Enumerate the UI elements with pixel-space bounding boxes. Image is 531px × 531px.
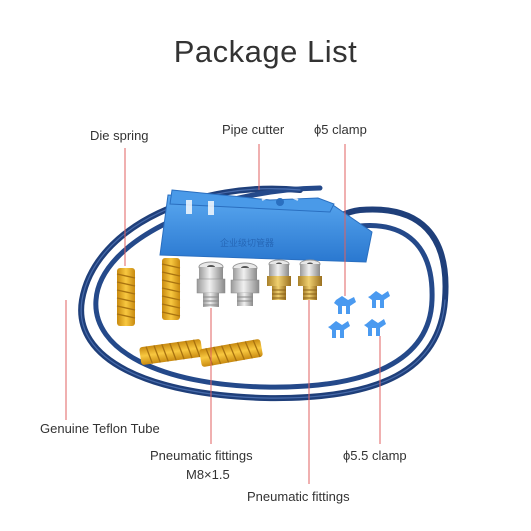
clamp-55-1: [328, 321, 350, 338]
label-die-spring: Die spring: [90, 128, 149, 143]
clamp-5-1: [334, 296, 356, 314]
pneumatic-fitting-2: [298, 259, 322, 300]
label-clamp-5: ϕ5 clamp: [314, 122, 367, 137]
label-fittings-m8-line2: M8×1.5: [186, 467, 230, 482]
die-spring-horizontal-left: [139, 339, 203, 365]
clamp-55-2: [364, 319, 386, 336]
label-clamp-55: ϕ5.5 clamp: [343, 448, 407, 463]
pneumatic-fitting-m8-1: [196, 261, 226, 307]
label-teflon-tube: Genuine Teflon Tube: [40, 421, 160, 436]
svg-text:企业级切管器: 企业级切管器: [220, 237, 274, 249]
page-title: Package List: [173, 34, 358, 69]
die-spring-vertical-right: [161, 258, 181, 320]
pneumatic-fitting-1: [267, 259, 291, 300]
clamp-5-2: [368, 291, 390, 308]
leader-lines: [65, 144, 381, 484]
die-spring-horizontal-right: [199, 339, 263, 367]
label-fittings-m8-line1: Pneumatic fittings: [150, 448, 253, 463]
pipe-cutter: 企业级切管器: [159, 189, 373, 263]
teflon-tube: [78, 185, 449, 402]
die-spring-vertical-left: [116, 268, 136, 326]
label-fittings: Pneumatic fittings: [247, 489, 350, 504]
label-pipe-cutter: Pipe cutter: [222, 122, 285, 137]
pneumatic-fitting-m8-2: [230, 262, 260, 306]
